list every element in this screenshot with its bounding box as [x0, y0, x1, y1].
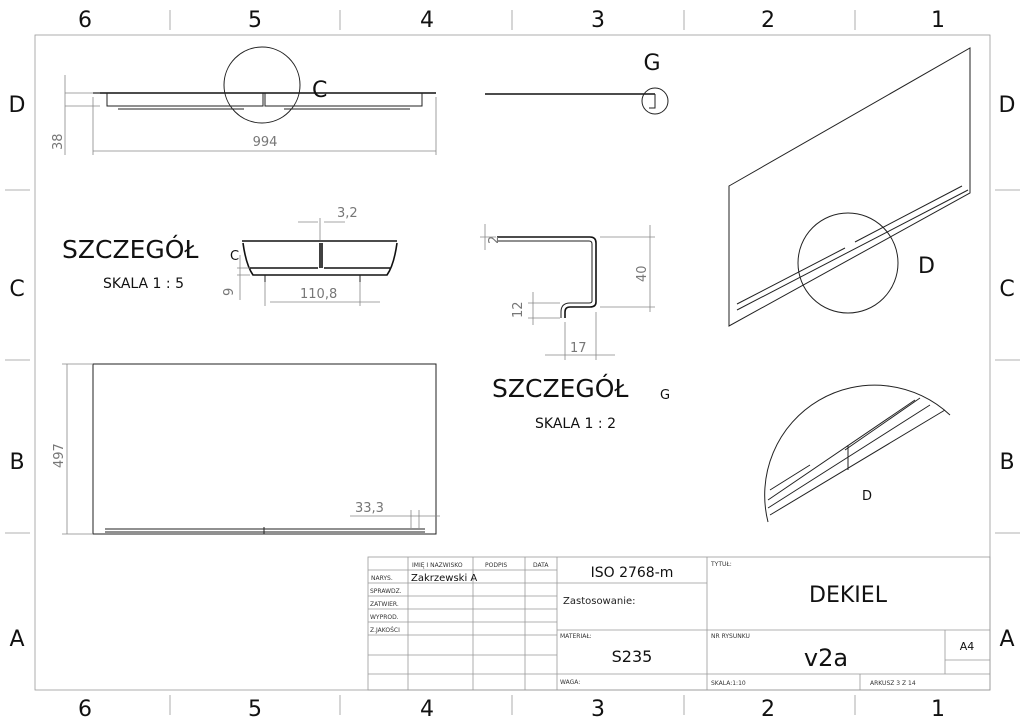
dim-lip-height: 9: [222, 288, 237, 296]
detail-d-view: D: [764, 384, 951, 523]
title-label: TYTUŁ:: [710, 561, 732, 568]
sheet-number: ARKUSZ 3 Z 14: [870, 680, 916, 687]
col-label: 4: [420, 8, 434, 33]
role-checked: SPRAWDZ.: [370, 588, 402, 595]
detail-g-letter: G: [660, 388, 670, 403]
row-label: D: [999, 93, 1016, 118]
role-production: WYPROD.: [370, 614, 399, 621]
dim-edge: 33,3: [355, 501, 384, 516]
drawing-title: DEKIEL: [809, 583, 888, 608]
col-label: 3: [591, 8, 605, 33]
row-label: A: [9, 627, 24, 652]
detail-c-circle: [223, 46, 301, 124]
col-label: 3: [591, 697, 605, 722]
detail-c-letter: C: [230, 249, 239, 264]
col-label: 2: [761, 697, 775, 722]
col-label: 5: [248, 8, 262, 33]
drawn-by: Zakrzewski A: [411, 573, 477, 584]
header-date: DATA: [533, 562, 549, 569]
col-label: 2: [761, 8, 775, 33]
dim-height: 38: [51, 133, 66, 150]
role-drawn: NARYS.: [371, 575, 393, 582]
header-signature: PODPIS: [485, 562, 507, 569]
detail-c-view: SZCZEGÓŁ C SKALA 1 : 5 3,2 9 110,8: [62, 206, 398, 306]
tolerance-standard: ISO 2768-m: [591, 565, 674, 581]
row-label: B: [9, 450, 24, 475]
col-label: 5: [248, 697, 262, 722]
scale: SKALA:1:10: [711, 680, 746, 687]
detail-d-circle: [797, 212, 899, 314]
row-label: A: [999, 627, 1014, 652]
top-view: 497 33,3: [52, 363, 440, 535]
detail-d-label: D: [862, 489, 872, 504]
isometric-view: D: [728, 47, 971, 327]
weight-label: WAGA:: [560, 679, 580, 686]
side-view: G: [485, 51, 669, 115]
col-label: 6: [78, 8, 92, 33]
title-block: IMIĘ I NAZWISKO PODPIS DATA NARYS. SPRAW…: [367, 556, 991, 691]
dim-thickness: 2: [487, 236, 502, 244]
material-value: S235: [612, 647, 653, 666]
row-label: C: [999, 277, 1014, 302]
role-quality: Z.JAKOŚCI: [370, 627, 400, 634]
detail-g-title: SZCZEGÓŁ: [492, 373, 628, 403]
detail-g-view: 2 40 12 17 SZCZEGÓŁ G SKALA 1 : 2: [480, 224, 670, 432]
row-label: B: [999, 450, 1014, 475]
drawing-number-label: NR RYSUNKU: [711, 633, 750, 640]
col-label: 6: [78, 697, 92, 722]
detail-g-circle: [641, 87, 669, 115]
col-label: 4: [420, 697, 434, 722]
sheet-size: A4: [960, 640, 975, 653]
dim-width: 994: [253, 135, 278, 150]
dim-depth: 497: [52, 443, 67, 468]
detail-c-callout: C: [312, 78, 327, 103]
detail-c-scale: SKALA 1 : 5: [103, 276, 184, 292]
detail-g-callout: G: [643, 51, 660, 76]
detail-d-callout: D: [918, 254, 935, 279]
zone-labels: 6 5 4 3 2 1 6 5 4 3 2 1 D C B A D C B A: [9, 8, 1016, 722]
usage-label: Zastosowanie:: [563, 596, 636, 607]
header-name: IMIĘ I NAZWISKO: [412, 562, 463, 569]
role-approved: ZATWIER.: [370, 601, 399, 608]
dim-flange-height: 40: [635, 265, 650, 282]
front-view: C 994 38: [51, 46, 437, 155]
drawing-number: v2a: [804, 644, 848, 672]
dim-lip-width: 17: [570, 341, 587, 356]
dim-span: 110,8: [300, 287, 337, 302]
detail-g-scale: SKALA 1 : 2: [535, 416, 616, 432]
col-label: 1: [931, 8, 945, 33]
dim-gap: 3,2: [337, 206, 358, 221]
material-label: MATERIAŁ:: [560, 633, 592, 640]
zone-separators: [5, 10, 1020, 715]
dim-lip: 12: [511, 301, 526, 318]
detail-c-title: SZCZEGÓŁ: [62, 234, 198, 264]
col-label: 1: [931, 697, 945, 722]
row-label: C: [9, 277, 24, 302]
row-label: D: [9, 93, 26, 118]
